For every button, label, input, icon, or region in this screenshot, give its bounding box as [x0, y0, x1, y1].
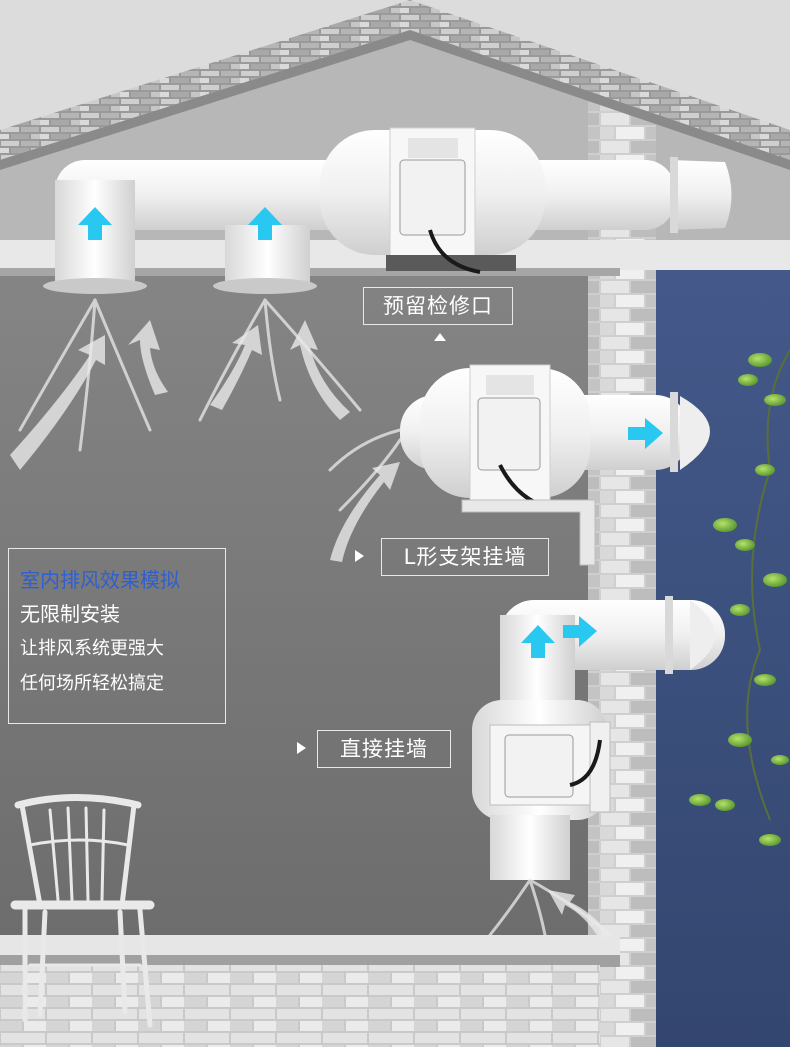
- baseboard: [0, 935, 620, 955]
- tiled-floor: [0, 965, 600, 1047]
- brick-column: [588, 95, 656, 1047]
- inline-fan-bottom: [472, 596, 725, 880]
- inline-fan-middle: [400, 364, 710, 566]
- up-arrow-icon: [78, 207, 112, 240]
- cyan-flow-arrows: [78, 207, 663, 658]
- roof-eaves: [0, 0, 790, 160]
- up-pointer-icon: [434, 333, 446, 341]
- up-arrow-icon: [248, 207, 282, 240]
- info-title: 室内排风效果模拟: [20, 568, 180, 592]
- right-arrow-icon: [628, 418, 663, 449]
- maintenance-port-label: 预留检修口: [363, 287, 513, 325]
- l-bracket: [461, 499, 596, 566]
- info-subtitle: 无限制安装: [20, 602, 120, 626]
- white-chair: [10, 794, 155, 1028]
- right-pointer-icon: [355, 550, 364, 562]
- climbing-plant: [689, 349, 790, 846]
- curved-gray-arrows: [10, 320, 610, 940]
- wall-mount-plate: [589, 721, 611, 813]
- direct-wall-label: 直接挂墙: [317, 730, 451, 768]
- info-line-1: 让排风系统更强大: [20, 638, 164, 659]
- inline-fan-top: [320, 127, 545, 274]
- up-arrow-icon: [521, 625, 555, 658]
- info-panel: 室内排风效果模拟 无限制安装 让排风系统更强大 任何场所轻松搞定: [8, 548, 226, 724]
- right-pointer-icon: [297, 742, 306, 754]
- l-bracket-label: L形支架挂墙: [381, 538, 549, 576]
- info-line-2: 任何场所轻松搞定: [20, 673, 164, 694]
- right-arrow-icon: [563, 616, 597, 647]
